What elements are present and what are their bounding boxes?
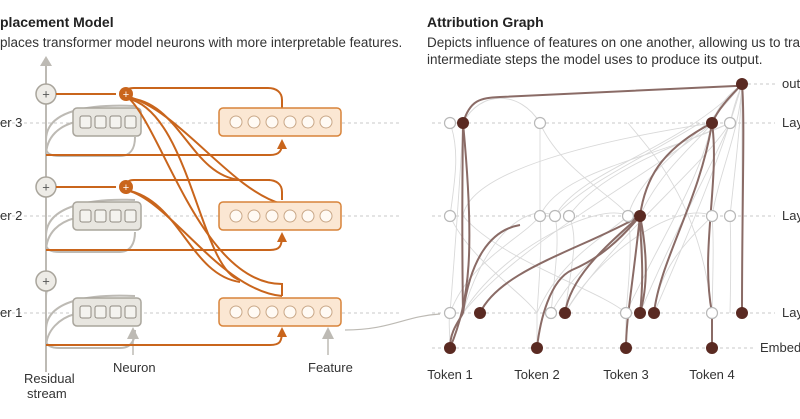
graph-layer-label-3: Laye: [782, 115, 800, 130]
token-label-3: Token 3: [603, 367, 649, 382]
feature-block-2: [218, 201, 342, 231]
active-nodes: [444, 78, 748, 354]
token-label-2: Token 2: [514, 367, 560, 382]
output-label: outp: [782, 76, 800, 91]
residual-add-node-1: +: [35, 270, 57, 292]
residual-add-node-2: +: [35, 176, 57, 198]
svg-text:+: +: [123, 182, 129, 194]
graph-layer-label-1: Laye: [782, 305, 800, 320]
right-panel-description-line-1: Depicts influence of features on one ano…: [427, 35, 800, 50]
embedding-label: Embedd: [760, 340, 800, 355]
residual-stream-label-2: stream: [27, 386, 67, 401]
residual-stream-label-1: Residual: [24, 371, 75, 386]
svg-text:+: +: [42, 87, 50, 102]
replacement-model-diagram: + + +: [0, 56, 400, 401]
neuron-block-2: [72, 201, 142, 231]
graph-layer-label-2: Laye: [782, 208, 800, 223]
right-panel-title: Attribution Graph: [427, 14, 544, 30]
left-panel-description: places transformer model neurons with mo…: [0, 35, 403, 50]
neuron-block-3: [72, 107, 142, 137]
neuron-label: Neuron: [113, 360, 156, 375]
inactive-nodes: [443, 116, 737, 320]
residual-add-node-3: +: [35, 83, 57, 105]
token-label-4: Token 4: [689, 367, 735, 382]
layer-label-3: er 3: [0, 115, 22, 130]
feature-block-3: [218, 107, 342, 137]
attribution-graph: outp Laye Laye Laye Embedd Token 1 Token…: [427, 76, 800, 382]
left-panel-title: placement Model: [0, 14, 114, 30]
feature-block-1: [218, 297, 342, 327]
right-panel-description-line-2: intermediate steps the model uses to pro…: [427, 52, 763, 67]
svg-text:+: +: [42, 180, 50, 195]
feature-add-node-2: +: [119, 180, 133, 194]
feature-label: Feature: [308, 360, 353, 375]
svg-text:+: +: [42, 274, 50, 289]
svg-text:+: +: [123, 89, 129, 101]
token-label-1: Token 1: [427, 367, 473, 382]
layer-label-2: er 2: [0, 208, 22, 223]
neuron-block-1: [72, 297, 142, 327]
feature-add-node-3: +: [119, 87, 133, 101]
layer-label-1: er 1: [0, 305, 22, 320]
